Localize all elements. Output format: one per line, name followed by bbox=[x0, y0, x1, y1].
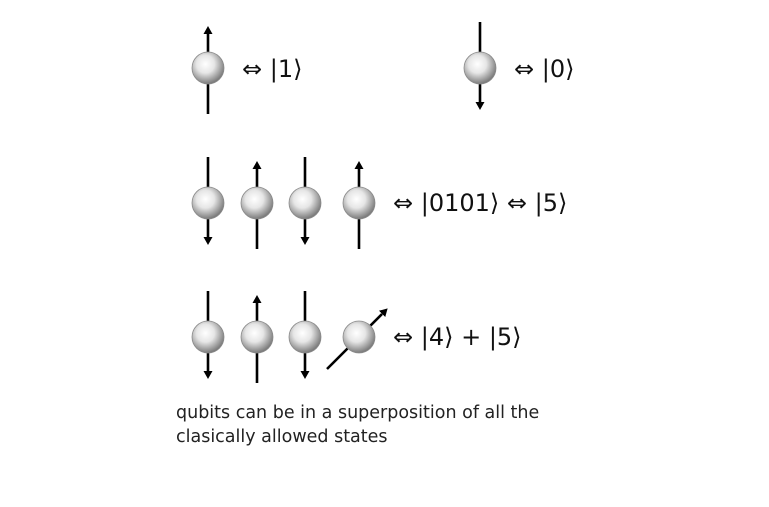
row-1-spins bbox=[191, 26, 225, 114]
caption-line-2: clasically allowed states bbox=[176, 427, 388, 447]
qubit-sphere bbox=[342, 320, 376, 354]
row-3-spins bbox=[191, 291, 388, 383]
row-1b-spins bbox=[463, 22, 497, 110]
qubit-sphere bbox=[288, 320, 322, 354]
qubit-sphere bbox=[191, 51, 225, 85]
qubit-sphere bbox=[288, 186, 322, 220]
row-3-label: ⇔ |4⟩ + |5⟩ bbox=[393, 323, 522, 351]
qubit-sphere bbox=[342, 186, 376, 220]
caption: qubits can be in a superposition of all … bbox=[176, 401, 616, 449]
row-2-label: ⇔ |0101⟩ ⇔ |5⟩ bbox=[393, 189, 567, 217]
row-2-spins bbox=[191, 157, 376, 249]
caption-line-1: qubits can be in a superposition of all … bbox=[176, 403, 540, 423]
qubit-sphere bbox=[191, 186, 225, 220]
row-1-label: ⇔ |1⟩ bbox=[242, 55, 302, 83]
row-1b-label: ⇔ |0⟩ bbox=[514, 55, 574, 83]
qubit-sphere bbox=[240, 186, 274, 220]
qubit-sphere bbox=[191, 320, 225, 354]
qubit-sphere bbox=[240, 320, 274, 354]
qubit-sphere bbox=[463, 51, 497, 85]
